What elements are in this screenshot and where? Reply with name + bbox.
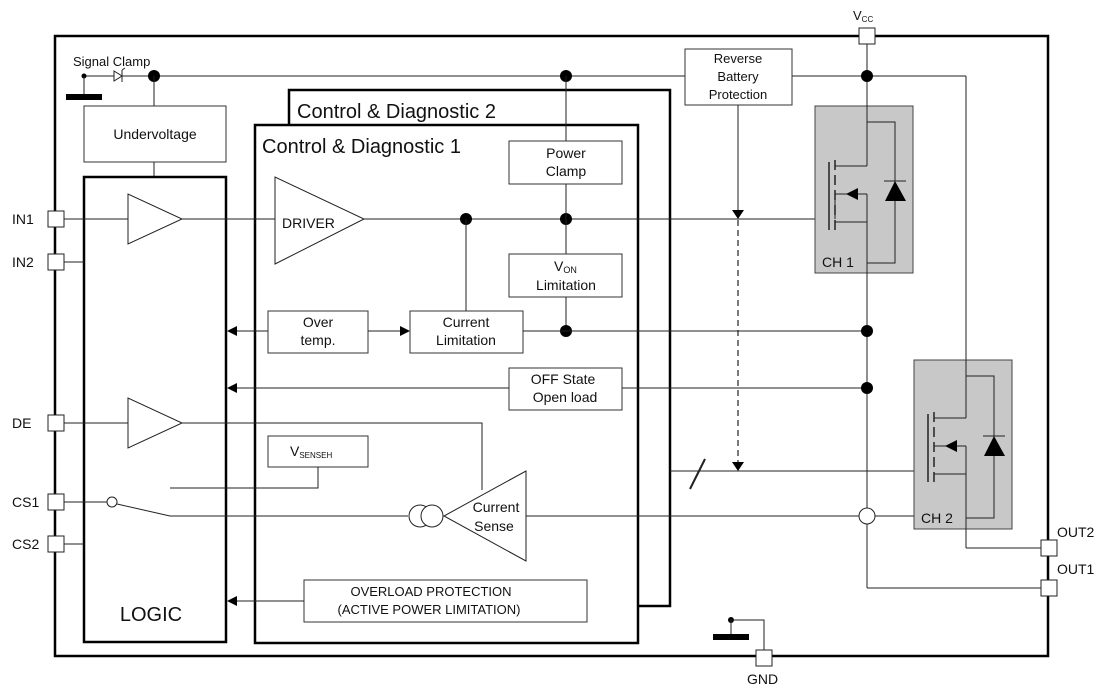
svg-text:Power: Power (546, 145, 586, 161)
svg-text:Clamp: Clamp (546, 163, 587, 179)
logic-label: LOGIC (120, 604, 182, 626)
svg-text:temp.: temp. (300, 332, 335, 348)
out1-label: OUT1 (1057, 561, 1095, 577)
svg-text:Open load: Open load (533, 389, 598, 405)
svg-text:Current: Current (443, 314, 490, 330)
in1-pin[interactable] (47, 210, 65, 228)
out2-label: OUT2 (1057, 524, 1095, 540)
signal-clamp-ground (66, 94, 102, 100)
svg-text:Current: Current (473, 499, 520, 515)
off-state-open-load-block (508, 367, 623, 411)
reverse-battery-block (684, 48, 793, 106)
svg-text:Protection: Protection (709, 87, 768, 102)
package-outline (53, 34, 1050, 658)
ch2-label: CH 2 (921, 510, 953, 526)
de-pin[interactable] (47, 414, 65, 432)
svg-text:(ACTIVE POWER LIMITATION): (ACTIVE POWER LIMITATION) (338, 602, 521, 617)
cs2-pin[interactable] (47, 535, 65, 553)
vsenseh-block (267, 435, 369, 468)
svg-text:Battery: Battery (717, 69, 759, 84)
svg-text:Limitation: Limitation (436, 332, 496, 348)
ch1-sense-node (858, 507, 876, 525)
driver-amplifier (274, 176, 366, 265)
de-label: DE (12, 415, 31, 431)
svg-text:VON: VON (554, 258, 577, 275)
logic-block (82, 175, 228, 644)
control-diagnostic-1-frame (253, 123, 640, 645)
zener-diode-icon (113, 67, 126, 82)
signal-clamp-label: Signal Clamp (73, 54, 150, 69)
svg-text:Sense: Sense (474, 518, 514, 534)
cs1-pin[interactable] (47, 493, 65, 511)
cs2-label: CS2 (12, 536, 39, 552)
svg-text:VSENSEH: VSENSEH (290, 443, 332, 460)
von-limitation-block (508, 253, 623, 298)
gnd-symbol (713, 634, 749, 640)
vcc-pin[interactable] (858, 27, 876, 45)
svg-text:OVERLOAD PROTECTION: OVERLOAD PROTECTION (350, 584, 511, 599)
vcc-label: VCC (853, 8, 873, 24)
de-buffer-icon (127, 397, 184, 449)
ch2-mosfet-icon (927, 375, 1005, 519)
in1-label: IN1 (12, 211, 34, 227)
cs-switch (116, 503, 171, 517)
in2-label: IN2 (12, 254, 34, 270)
in2-pin[interactable] (47, 253, 65, 271)
control-diagnostic-1-title: Control & Diagnostic 1 (262, 136, 461, 158)
in-buffer-icon (127, 193, 184, 245)
out2-pin[interactable] (1040, 539, 1058, 557)
gnd-label: GND (747, 671, 778, 687)
gnd-pin[interactable] (755, 649, 773, 667)
svg-text:Reverse: Reverse (714, 51, 762, 66)
current-sense-amplifier (442, 470, 527, 562)
out1-pin[interactable] (1040, 579, 1058, 597)
overload-protection-block (303, 579, 588, 623)
cs1-label: CS1 (12, 494, 39, 510)
svg-text:OFF State: OFF State (531, 371, 596, 387)
control-diagnostic-2-frame (287, 88, 672, 608)
undervoltage-block (83, 105, 227, 163)
control-diagnostic-2-title: Control & Diagnostic 2 (297, 101, 496, 123)
over-temp-block (267, 310, 369, 354)
undervoltage-label: Undervoltage (113, 126, 196, 142)
ch1-label: CH 1 (822, 254, 854, 270)
cs-switch-node (106, 496, 118, 508)
driver-label: DRIVER (282, 215, 335, 231)
ch1-mosfet-icon (828, 121, 906, 264)
svg-text:Over: Over (303, 314, 334, 330)
svg-text:Limitation: Limitation (536, 277, 596, 293)
